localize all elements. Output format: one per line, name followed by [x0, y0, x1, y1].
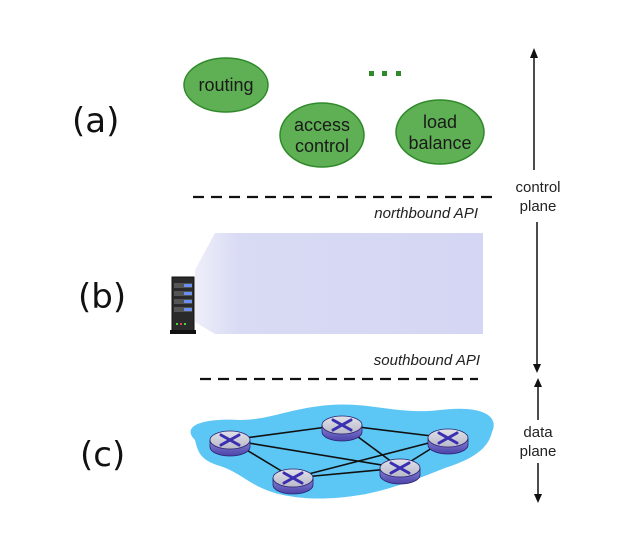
router-icon — [321, 415, 363, 442]
control-plane-label-line2: plane — [520, 198, 557, 215]
control-plane-arrow — [533, 55, 538, 368]
label-c: (c) — [80, 435, 125, 475]
app-routing: routing — [183, 57, 269, 113]
app-load-balance: load balance — [395, 99, 485, 165]
router-icon — [272, 468, 314, 495]
router-icon — [209, 430, 251, 457]
controller-region — [195, 233, 483, 334]
more-apps-ellipsis — [369, 71, 401, 76]
server-icon — [170, 276, 196, 334]
data-plane-arrow-down-icon — [534, 494, 542, 503]
app-routing-label: routing — [198, 75, 253, 95]
southbound-api-label: southbound API — [374, 352, 480, 369]
label-b: (b) — [78, 277, 126, 317]
router-icon — [379, 458, 421, 485]
control-plane-arrow-up-icon — [530, 48, 538, 58]
data-plane-arrow-up-icon — [534, 378, 542, 387]
app-load-balance-line1: load — [423, 112, 457, 132]
control-plane-arrow-down-icon — [533, 364, 541, 373]
app-access-control: access control — [279, 102, 365, 168]
app-access-control-line1: access — [294, 115, 350, 135]
label-a: (a) — [72, 101, 119, 141]
northbound-api-label: northbound API — [374, 205, 478, 222]
data-plane-label-line2: plane — [520, 443, 557, 460]
router-icon — [427, 428, 469, 455]
data-plane-label-line1: data — [523, 424, 553, 441]
app-load-balance-line2: balance — [408, 133, 471, 153]
routers — [209, 415, 469, 495]
control-plane-label-line1: control — [515, 179, 560, 196]
app-access-control-line2: control — [295, 136, 349, 156]
